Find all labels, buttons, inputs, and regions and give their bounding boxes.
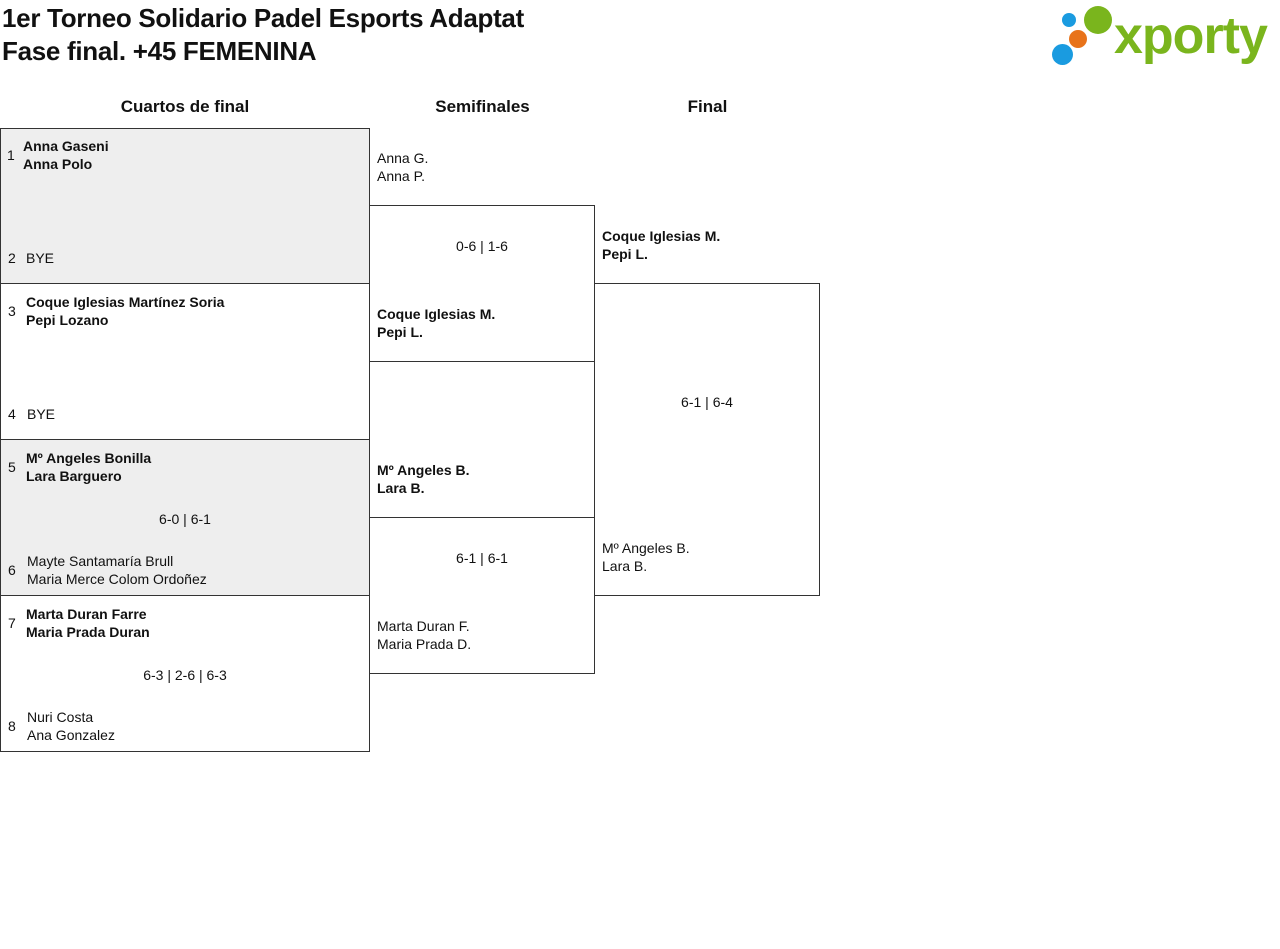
player-name: Lara B. <box>377 480 425 496</box>
logo-wordmark: xporty <box>1114 7 1268 65</box>
player-name: Mayte Santamaría Brull <box>27 553 174 569</box>
seed-number: 8 <box>8 718 16 734</box>
column-heading-quarterfinals: Cuartos de final <box>120 97 250 116</box>
final-match <box>594 283 820 596</box>
match-score: 6-1 | 6-1 <box>456 550 508 566</box>
player-name: Marta Duran Farre <box>26 606 147 622</box>
player-name: Anna Polo <box>23 156 93 172</box>
column-heading-semifinals: Semifinales <box>435 97 530 116</box>
tournament-title: 1er Torneo Solidario Padel Esports Adapt… <box>2 3 524 33</box>
logo-dot-blue-large <box>1052 44 1073 65</box>
player-name: Mº Angeles B. <box>602 540 690 556</box>
player-name: Maria Merce Colom Ordoñez <box>27 571 207 587</box>
player-name: Maria Prada D. <box>377 636 472 652</box>
quarterfinal-match-1 <box>0 128 370 284</box>
player-name: Maria Prada Duran <box>26 624 150 640</box>
player-name: Coque Iglesias M. <box>602 228 721 244</box>
seed-number: 2 <box>8 250 16 266</box>
xporty-logo[interactable]: xporty <box>1052 4 1276 68</box>
player-name: Pepi Lozano <box>26 312 109 328</box>
player-name: BYE <box>26 250 55 266</box>
player-name: Lara B. <box>602 558 648 574</box>
column-heading-final: Final <box>687 97 728 116</box>
player-name: Anna P. <box>377 168 426 184</box>
seed-number: 3 <box>8 303 16 319</box>
seed-number: 7 <box>8 615 16 631</box>
player-name: Coque Iglesias M. <box>377 306 496 322</box>
match-score: 6-0 | 6-1 <box>159 511 211 527</box>
player-name: Mº Angeles Bonilla <box>26 450 152 466</box>
player-name: Marta Duran F. <box>377 618 470 634</box>
phase-subtitle: Fase final. +45 FEMENINA <box>2 36 317 66</box>
logo-dot-green <box>1084 6 1112 34</box>
player-name: Lara Barguero <box>26 468 122 484</box>
logo-dot-blue-small <box>1062 13 1076 27</box>
seed-number: 5 <box>8 459 16 475</box>
player-name: Anna G. <box>377 150 429 166</box>
player-name: Pepi L. <box>602 246 648 262</box>
player-name: Coque Iglesias Martínez Soria <box>26 294 225 310</box>
player-name: Anna Gaseni <box>23 138 109 154</box>
seed-number: 6 <box>8 562 16 578</box>
quarterfinal-match-3 <box>0 439 370 596</box>
match-score: 6-3 | 2-6 | 6-3 <box>143 667 227 683</box>
player-name: Nuri Costa <box>27 709 94 725</box>
player-name: Pepi L. <box>377 324 423 340</box>
seed-number: 1 <box>7 147 15 163</box>
match-score: 0-6 | 1-6 <box>456 238 508 254</box>
player-name: Mº Angeles B. <box>377 462 470 478</box>
player-name: BYE <box>27 406 56 422</box>
player-name: Ana Gonzalez <box>27 727 115 743</box>
match-score: 6-1 | 6-4 <box>681 394 733 410</box>
seed-number: 4 <box>8 406 16 422</box>
logo-dot-orange <box>1069 30 1087 48</box>
